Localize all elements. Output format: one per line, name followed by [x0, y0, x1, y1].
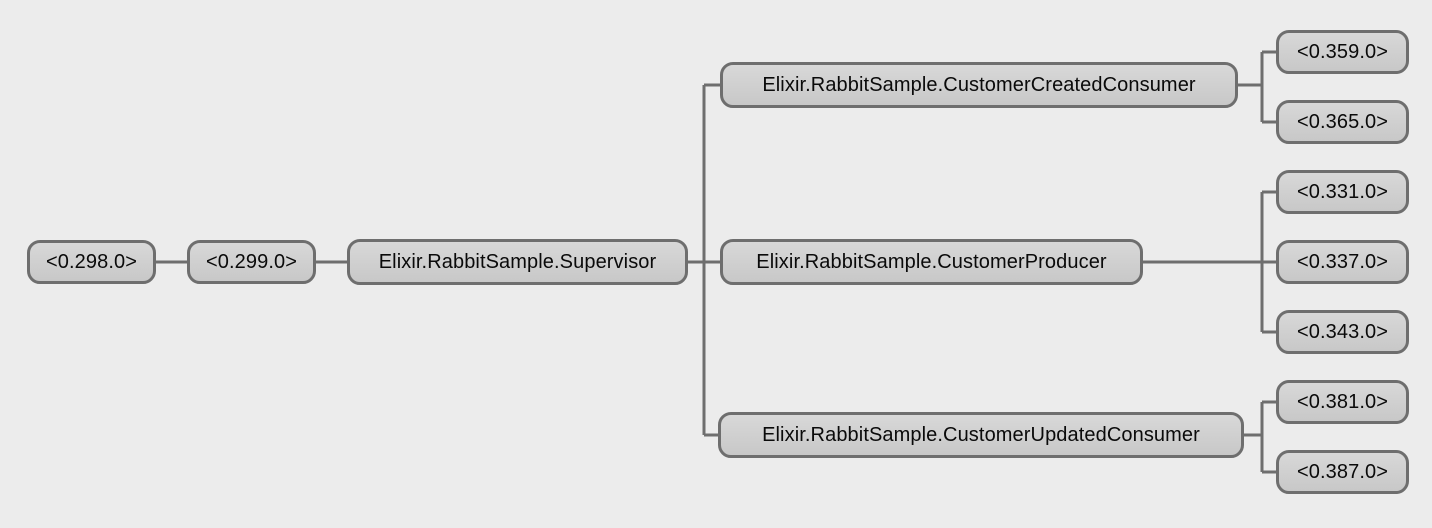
tree-node-337[interactable]: <0.337.0>	[1276, 240, 1409, 284]
tree-node-label: Elixir.RabbitSample.CustomerCreatedConsu…	[762, 74, 1196, 96]
tree-node-label: <0.381.0>	[1297, 391, 1388, 413]
tree-node-created[interactable]: Elixir.RabbitSample.CustomerCreatedConsu…	[720, 62, 1238, 108]
tree-node-label: <0.359.0>	[1297, 41, 1388, 63]
tree-node-producer[interactable]: Elixir.RabbitSample.CustomerProducer	[720, 239, 1143, 285]
tree-node-label: <0.343.0>	[1297, 321, 1388, 343]
tree-node-331[interactable]: <0.331.0>	[1276, 170, 1409, 214]
tree-node-label: <0.298.0>	[46, 251, 137, 273]
tree-node-label: <0.331.0>	[1297, 181, 1388, 203]
tree-node-updated[interactable]: Elixir.RabbitSample.CustomerUpdatedConsu…	[718, 412, 1244, 458]
tree-node-387[interactable]: <0.387.0>	[1276, 450, 1409, 494]
tree-node-label: <0.337.0>	[1297, 251, 1388, 273]
tree-node-label: <0.365.0>	[1297, 111, 1388, 133]
tree-node-359[interactable]: <0.359.0>	[1276, 30, 1409, 74]
tree-node-label: <0.387.0>	[1297, 461, 1388, 483]
tree-node-298[interactable]: <0.298.0>	[27, 240, 156, 284]
tree-node-381[interactable]: <0.381.0>	[1276, 380, 1409, 424]
tree-node-sup[interactable]: Elixir.RabbitSample.Supervisor	[347, 239, 688, 285]
tree-node-label: Elixir.RabbitSample.CustomerUpdatedConsu…	[762, 424, 1200, 446]
tree-node-label: Elixir.RabbitSample.Supervisor	[378, 251, 657, 273]
tree-node-label: <0.299.0>	[206, 251, 297, 273]
tree-node-343[interactable]: <0.343.0>	[1276, 310, 1409, 354]
tree-node-365[interactable]: <0.365.0>	[1276, 100, 1409, 144]
tree-node-299[interactable]: <0.299.0>	[187, 240, 316, 284]
tree-node-label: Elixir.RabbitSample.CustomerProducer	[756, 251, 1107, 273]
